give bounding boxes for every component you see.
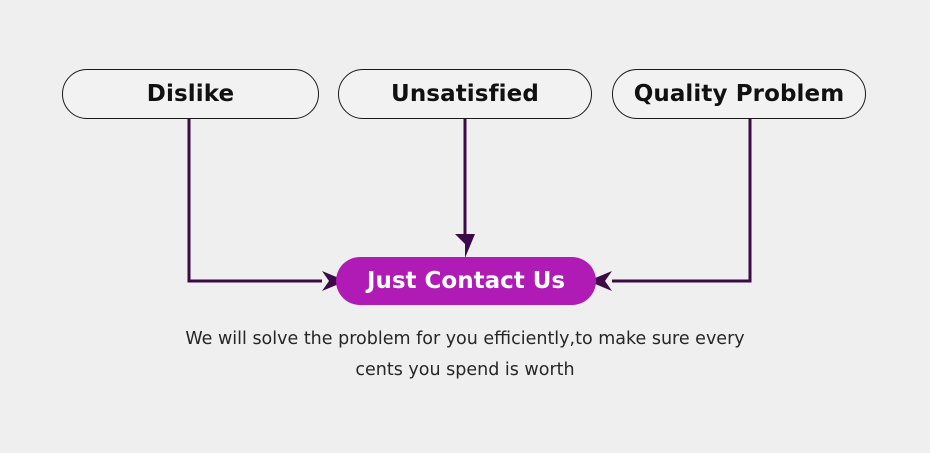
- reason-box-unsatisfied[interactable]: Unsatisfied: [338, 69, 592, 119]
- reason-box-dislike[interactable]: Dislike: [62, 69, 319, 119]
- connector-quality-to-cta: [588, 119, 752, 291]
- arrowhead-down-icon: [455, 234, 475, 258]
- caption-line-1: We will solve the problem for you effici…: [185, 329, 745, 349]
- connector-dislike-to-cta: [187, 119, 346, 291]
- caption-line-2: cents you spend is worth: [355, 360, 575, 380]
- reason-box-unsatisfied-label: Unsatisfied: [391, 81, 539, 107]
- contact-us-button-label: Just Contact Us: [366, 268, 566, 294]
- contact-us-button[interactable]: Just Contact Us: [336, 257, 596, 305]
- caption-text: We will solve the problem for you effici…: [155, 324, 775, 386]
- reason-box-quality-problem-label: Quality Problem: [633, 81, 845, 107]
- connector-unsatisfied-to-cta: [455, 119, 475, 258]
- reason-box-dislike-label: Dislike: [146, 81, 235, 107]
- reason-box-quality-problem[interactable]: Quality Problem: [612, 69, 866, 119]
